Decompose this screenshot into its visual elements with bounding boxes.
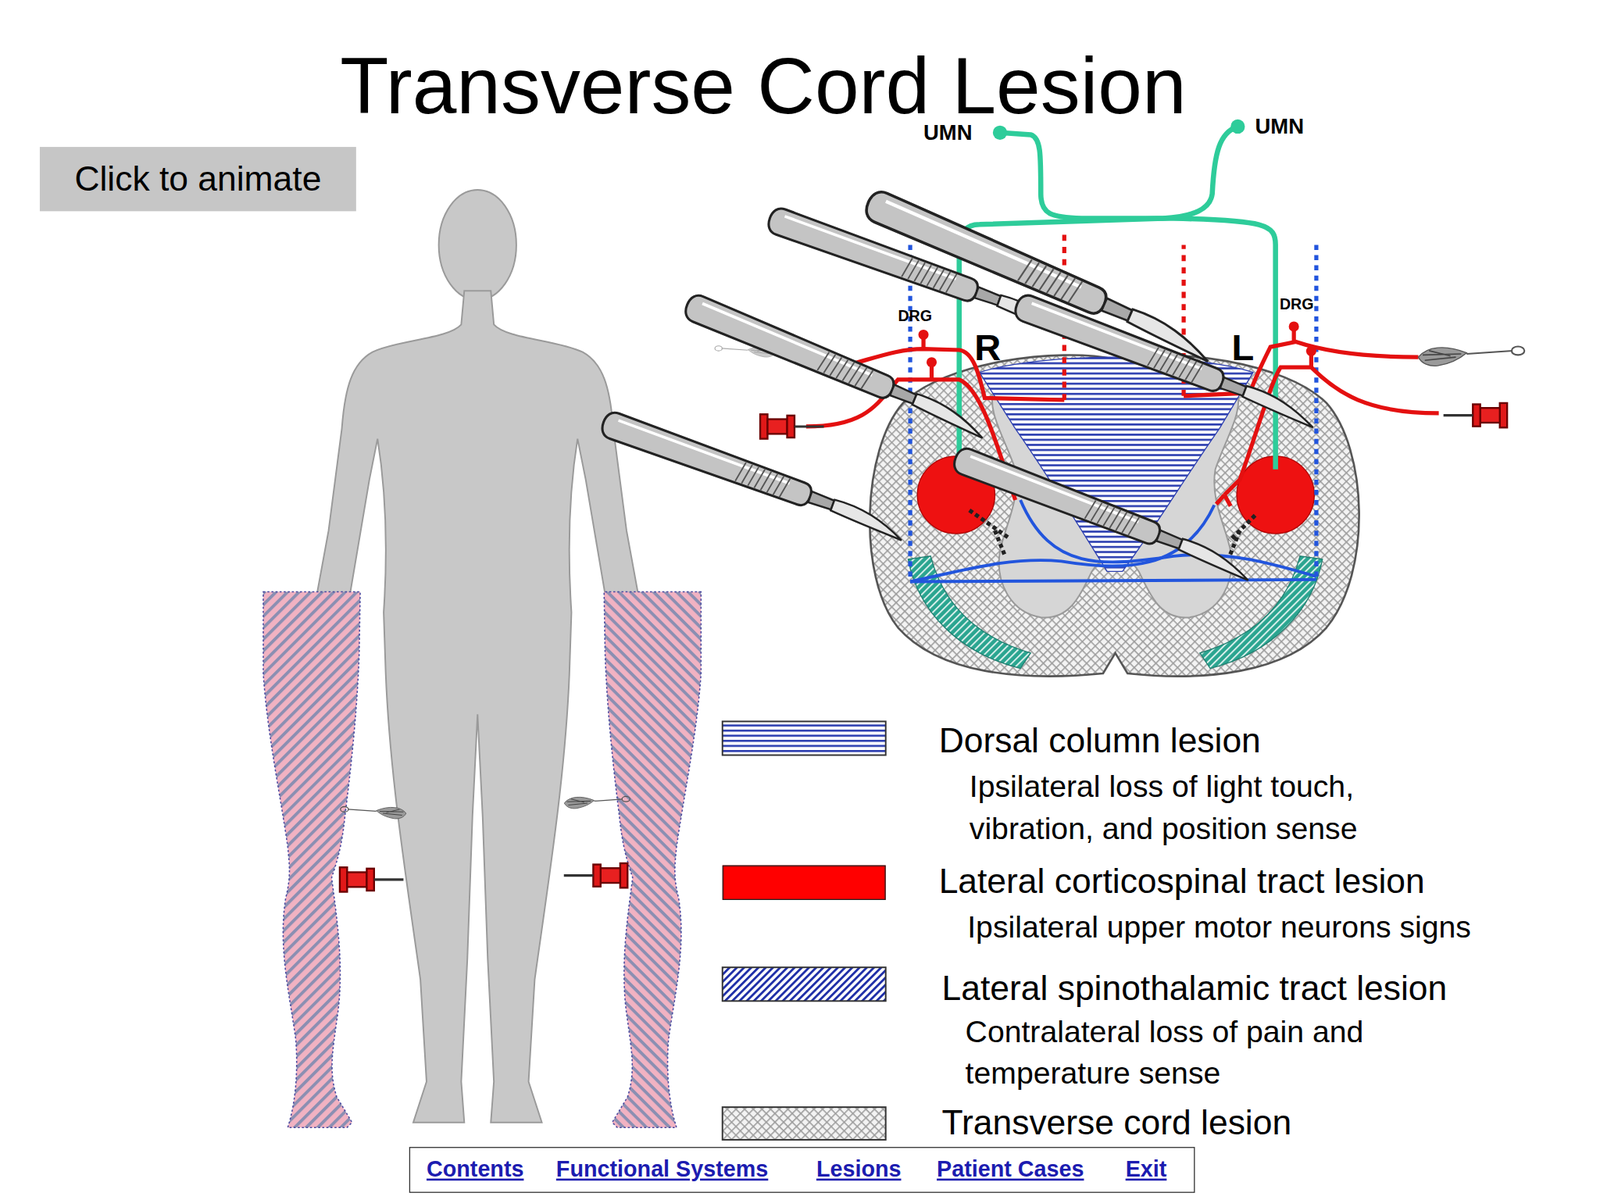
legend-description: Ipsilateral loss of light touch, vibrati… [969, 765, 1450, 850]
button-label: Click to animate [39, 146, 357, 211]
nav-link: Patient Cases [936, 1147, 1084, 1191]
legend-text: Lateral corticospinal tract lesion [939, 860, 1425, 901]
neuron-label: UMN [923, 120, 972, 146]
sensory-fibers-part [926, 357, 937, 368]
ganglion-label: DRG [1279, 294, 1315, 313]
scalpel-icons-part [1011, 292, 1322, 432]
upper-motor-neuron-fibers-part [992, 125, 1008, 140]
scalpel-icons-part [599, 409, 910, 544]
nav-link: Functional Systems [556, 1147, 768, 1191]
body-test-icons [339, 796, 630, 892]
cord-test-icons-part [1443, 403, 1508, 428]
navigation-bar: Contents Functional Systems Lesions Patient… [409, 1146, 1196, 1193]
side-label: L [1231, 326, 1254, 369]
side-label: R [974, 326, 1001, 369]
cord-section-part [907, 556, 1031, 669]
scalpel-icons [599, 187, 1322, 584]
animate-button: Click to animate [39, 146, 357, 211]
legend-text: Lateral spinothalamic tract lesion [942, 967, 1448, 1008]
sensory-fibers-part [918, 329, 929, 340]
legend-pattern-swatches-part [722, 967, 886, 1001]
sensory-loss-legs-part [603, 592, 701, 1129]
legend-description: Contralateral loss of pain and temperatu… [965, 1010, 1405, 1094]
legend-pattern-swatches [722, 721, 886, 1140]
sensory-loss-legs [263, 592, 701, 1129]
sensory-fibers-part [1306, 346, 1317, 357]
cord-test-icons-part [760, 414, 825, 439]
upper-motor-neuron-fibers-part [1230, 119, 1245, 134]
nav-link: Contents [426, 1147, 525, 1191]
ganglion-label: DRG [897, 307, 933, 325]
body-test-icons-part [340, 806, 407, 818]
cord-test-icons-part [1418, 346, 1525, 366]
legend-pattern-swatches-part [722, 1107, 886, 1140]
legend-pattern-swatches-part [722, 721, 886, 755]
spinothalamic-fibers-part [910, 579, 1317, 583]
legend-text: Dorsal column lesion [939, 719, 1261, 761]
body-test-icons-part [339, 867, 404, 892]
nav-link: Lesions [816, 1147, 902, 1191]
legend-text: Transverse cord lesion [942, 1102, 1293, 1143]
scalpel-icons-part [950, 445, 1257, 584]
diagram-title: Transverse Cord Lesion [253, 46, 1274, 126]
body-test-icons-part [564, 796, 630, 808]
sensory-fibers-part [1289, 321, 1300, 332]
legend-description: Ipsilateral upper motor neurons signs [967, 906, 1600, 949]
body-test-icons-part [564, 863, 629, 888]
sensory-loss-legs-part [263, 592, 361, 1129]
scalpel-icons-part [682, 292, 992, 442]
nav-link: Exit [1125, 1147, 1168, 1191]
body-silhouette-part [439, 189, 517, 300]
neuron-label: UMN [1255, 114, 1304, 140]
legend-swatch [722, 865, 886, 900]
upper-motor-neuron-fibers [959, 119, 1276, 470]
